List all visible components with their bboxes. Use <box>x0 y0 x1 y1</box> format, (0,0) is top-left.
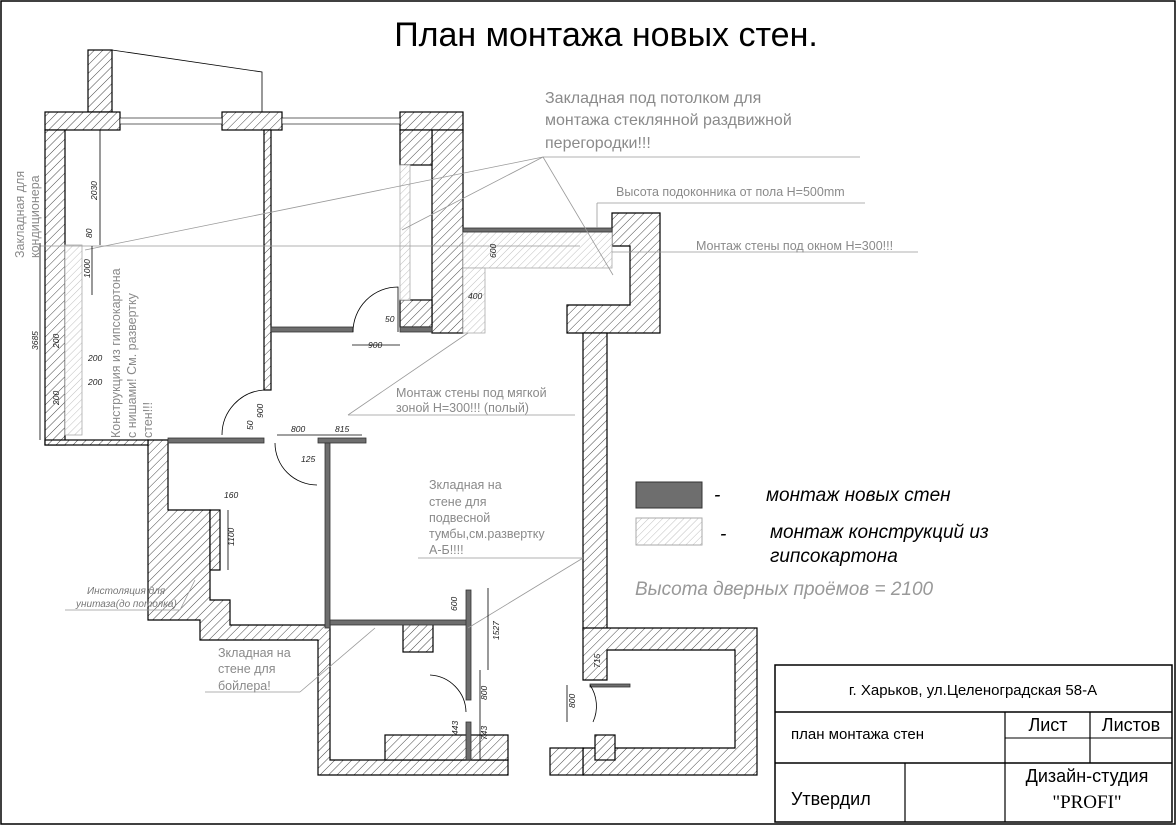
studio-label: Дизайн-студия <box>1026 766 1149 786</box>
dim-label: 200 <box>87 353 102 363</box>
balcony-wall <box>87 49 113 113</box>
page-title: План монтажа новых стен. <box>394 16 818 54</box>
address: г. Харьков, ул.Целеноградская 58-А <box>849 682 1097 699</box>
legend-swatch-gypsum <box>635 517 703 546</box>
dim-label: 800 <box>291 424 305 434</box>
legend-label-new-walls: монтаж новых стен <box>766 485 951 506</box>
legend-dash: - <box>720 524 726 545</box>
window <box>119 117 223 125</box>
dim-label: 800 <box>479 686 489 700</box>
dim-label: 1100 <box>226 527 236 546</box>
window <box>281 117 401 125</box>
note-soft-zone: Монтаж стены под мягкой зоной H=300!!! (… <box>396 386 550 415</box>
dim-label: 200 <box>51 391 61 406</box>
title-block: г. Харьков, ул.Целеноградская 58-А план … <box>774 664 1173 823</box>
dim-label: 743 <box>479 726 489 740</box>
legend: - монтаж новых стен - монтаж конструкций… <box>635 481 989 600</box>
note-cabinet-embed: Зкладная на стене для подвесной тумбы,см… <box>429 478 548 557</box>
sheets-label: Листов <box>1102 715 1160 735</box>
dim-label: 200 <box>87 377 102 387</box>
dim-label: 900 <box>255 404 265 418</box>
gypsum-constructions <box>64 164 613 436</box>
new-walls <box>167 227 631 761</box>
dim-label: 2030 <box>89 181 99 201</box>
dim-label: 125 <box>301 454 315 464</box>
door-height-note: Высота дверных проёмов = 2100 <box>635 579 934 600</box>
sheet-name: план монтажа стен <box>791 726 924 743</box>
dim-label: 1000 <box>82 259 92 278</box>
legend-label-gypsum-2: гипсокартона <box>770 546 898 567</box>
dim-label: 50 <box>385 314 395 324</box>
legend-dash: - <box>714 485 720 506</box>
dim-label: 600 <box>449 597 459 611</box>
note-sill-height: Высота подоконника от пола H=500mm <box>616 185 845 199</box>
doors <box>221 286 597 723</box>
dim-label: 800 <box>567 694 577 708</box>
dim-label: 160 <box>224 490 238 500</box>
note-ceiling-embed: Закладная под потолком для монтажа стекл… <box>545 90 796 152</box>
note-wall-under-window: Монтаж стены под окном H=300!!! <box>696 239 893 253</box>
note-gk-construction: Конструкция из гипсокартона с нишами! См… <box>109 265 155 438</box>
sheet-label: Лист <box>1028 715 1067 735</box>
dim-label: 815 <box>335 424 349 434</box>
approved-label: Утвердил <box>791 789 871 809</box>
studio-name: "PROFI" <box>1052 792 1121 813</box>
legend-label-gypsum: монтаж конструкций из <box>770 522 989 543</box>
note-toilet-install: Инстоляция для унитаза(до потолка) <box>75 586 177 610</box>
dim-label: 715 <box>592 654 602 668</box>
dim-label: 443 <box>450 721 460 735</box>
note-boiler-embed: Зкладная на стене для бойлера! <box>218 646 294 693</box>
dim-label: 600 <box>488 244 498 258</box>
dim-label: 900 <box>368 340 382 350</box>
leader-lines <box>40 156 918 693</box>
dim-label: 200 <box>51 334 61 349</box>
note-ac-embed: Закладная для кондиционера <box>13 167 42 258</box>
dim-label: 400 <box>468 291 482 301</box>
existing-walls <box>44 49 758 776</box>
dim-label: 80 <box>84 228 94 238</box>
dim-label: 50 <box>245 420 255 430</box>
dim-label: 3685 <box>30 331 40 350</box>
dimension-lines <box>39 130 568 760</box>
balcony-outline <box>111 49 263 112</box>
dim-label: 1527 <box>491 621 501 640</box>
legend-swatch-new-walls <box>635 481 703 509</box>
